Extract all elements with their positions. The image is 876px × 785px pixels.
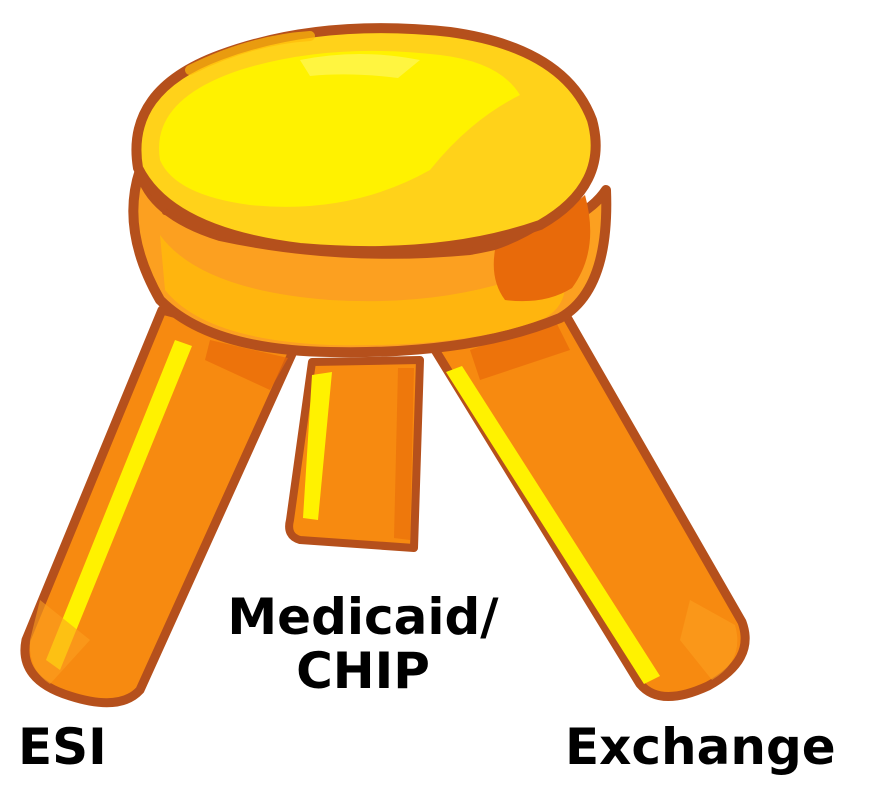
stool-leg-left	[20, 305, 301, 708]
label-medicaid-chip: Medicaid/ CHIP	[198, 590, 528, 698]
label-exchange: Exchange	[565, 718, 836, 776]
label-medicaid-line1: Medicaid/	[227, 588, 499, 646]
label-medicaid-line2: CHIP	[296, 642, 430, 700]
stool-leg-right	[427, 300, 750, 701]
stool-seat	[128, 23, 612, 358]
label-esi: ESI	[18, 718, 107, 776]
stool-leg-middle	[285, 356, 424, 552]
